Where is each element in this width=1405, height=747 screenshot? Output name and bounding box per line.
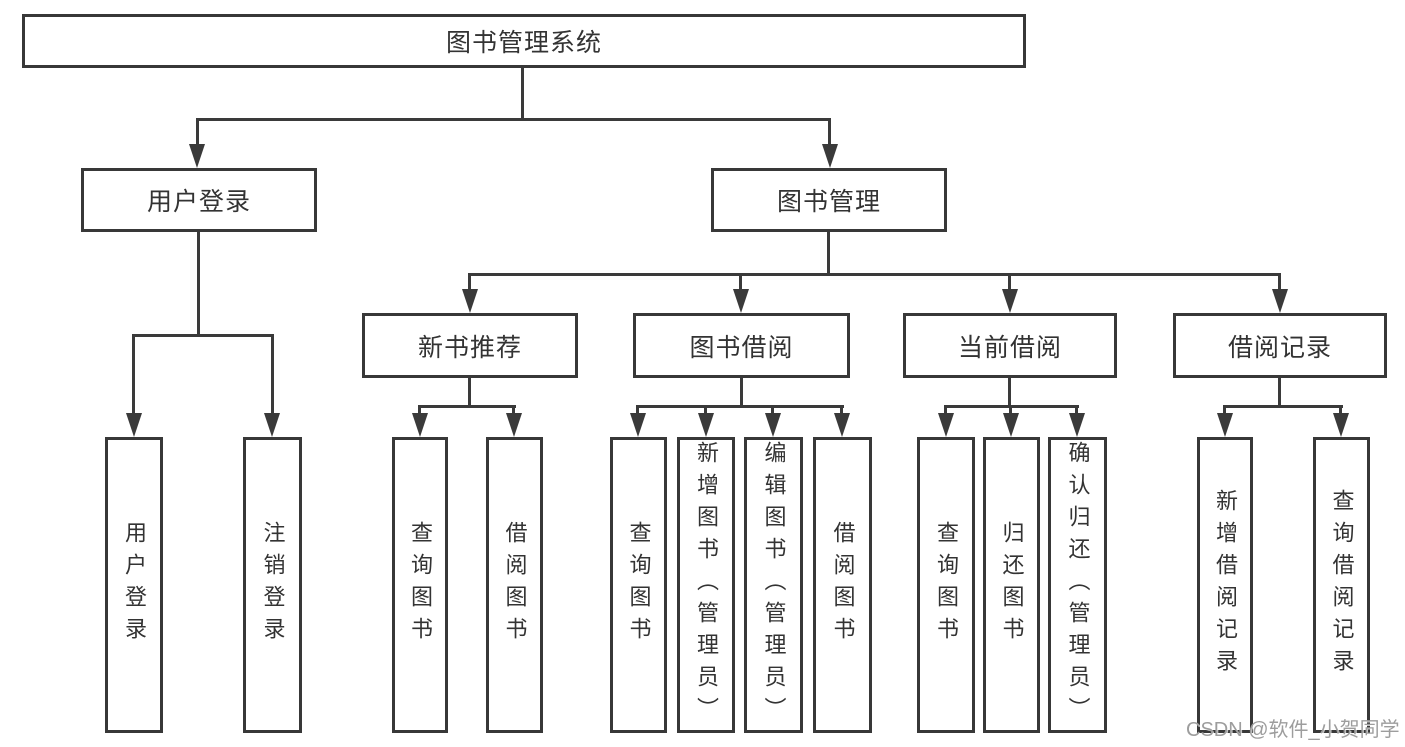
leaf-borrow-books-1: 借阅图书 (486, 437, 543, 733)
connector-line (828, 118, 831, 148)
leaf-borrow-books-2: 借阅图书 (813, 437, 872, 733)
connector-line (132, 334, 135, 417)
leaf-query-books-3-label: 查询图书 (934, 521, 959, 649)
leaf-confirm-return-label: 确认归还（管理员） (1065, 441, 1091, 729)
arrow-down-icon (733, 289, 749, 313)
arrow-down-icon (630, 413, 646, 437)
connector-line (1223, 405, 1343, 408)
arrow-down-icon (765, 413, 781, 437)
arrow-down-icon (264, 413, 280, 437)
connector-line (468, 273, 1281, 276)
connector-line (1008, 273, 1011, 293)
arrow-down-icon (189, 144, 205, 168)
connector-line (468, 273, 471, 293)
node-book-management: 图书管理 (711, 168, 947, 232)
leaf-borrow-books-2-label: 借阅图书 (830, 521, 856, 649)
leaf-return-books-label: 归还图书 (999, 521, 1025, 649)
arrow-down-icon (822, 144, 838, 168)
leaf-add-borrow-record: 新增借阅记录 (1197, 437, 1253, 733)
leaf-logout-label: 注销登录 (260, 521, 286, 649)
arrow-down-icon (1069, 413, 1085, 437)
connector-line (196, 118, 831, 121)
node-user-login: 用户登录 (81, 168, 317, 232)
node-book-borrow: 图书借阅 (633, 313, 850, 378)
leaf-query-books-1-label: 查询图书 (408, 521, 433, 649)
connector-line (521, 68, 524, 121)
node-root-label: 图书管理系统 (445, 29, 602, 57)
connector-line (1009, 405, 1012, 417)
leaf-query-books-3: 查询图书 (917, 437, 975, 733)
node-current-borrow-label: 当前借阅 (957, 333, 1062, 362)
connector-line (739, 273, 742, 293)
connector-line (740, 377, 743, 408)
node-root: 图书管理系统 (22, 14, 1026, 68)
connector-line (197, 232, 200, 336)
node-current-borrow: 当前借阅 (903, 313, 1117, 378)
arrow-down-icon (1272, 289, 1288, 313)
connector-line (704, 405, 707, 417)
arrow-down-icon (938, 413, 954, 437)
leaf-borrow-books-1-label: 借阅图书 (502, 521, 528, 649)
leaf-add-books: 新增图书（管理员） (677, 437, 735, 733)
connector-line (636, 405, 639, 417)
node-user-login-label: 用户登录 (146, 188, 251, 216)
connector-line (418, 405, 421, 417)
arrow-down-icon (462, 289, 478, 313)
arrow-down-icon (834, 413, 850, 437)
connector-line (196, 118, 199, 148)
leaf-logout: 注销登录 (243, 437, 302, 733)
node-book-borrow-label: 图书借阅 (689, 333, 794, 362)
leaf-query-borrow-record-label: 查询借阅记录 (1329, 489, 1355, 681)
node-book-management-label: 图书管理 (776, 188, 881, 216)
arrow-down-icon (506, 413, 522, 437)
connector-line (271, 334, 274, 417)
leaf-return-books: 归还图书 (983, 437, 1040, 733)
leaf-user-login: 用户登录 (105, 437, 163, 733)
connector-line (636, 405, 844, 408)
node-new-book-recommend: 新书推荐 (362, 313, 578, 378)
leaf-add-books-label: 新增图书（管理员） (694, 441, 719, 729)
leaf-user-login-label: 用户登录 (122, 521, 147, 649)
arrow-down-icon (698, 413, 714, 437)
arrow-down-icon (1002, 289, 1018, 313)
connector-line (1339, 405, 1342, 417)
leaf-add-borrow-record-label: 新增借阅记录 (1213, 489, 1238, 681)
arrow-down-icon (1333, 413, 1349, 437)
arrow-down-icon (126, 413, 142, 437)
arrow-down-icon (1217, 413, 1233, 437)
connector-line (512, 405, 515, 417)
arrow-down-icon (412, 413, 428, 437)
leaf-query-books-2-label: 查询图书 (626, 521, 652, 649)
connector-line (840, 405, 843, 417)
connector-line (132, 334, 274, 337)
leaf-edit-books-label: 编辑图书（管理员） (761, 441, 787, 729)
arrow-down-icon (1003, 413, 1019, 437)
node-borrow-records-label: 借阅记录 (1227, 333, 1332, 362)
connector-line (1008, 377, 1011, 408)
node-borrow-records: 借阅记录 (1173, 313, 1387, 378)
connector-line (468, 377, 471, 408)
leaf-query-books-1: 查询图书 (392, 437, 448, 733)
leaf-query-books-2: 查询图书 (610, 437, 667, 733)
connector-line (1075, 405, 1078, 417)
node-new-book-recommend-label: 新书推荐 (417, 333, 522, 362)
connector-line (827, 232, 830, 276)
connector-line (418, 405, 516, 408)
connector-line (944, 405, 947, 417)
connector-line (1223, 405, 1226, 417)
connector-line (1278, 273, 1281, 293)
csdn-watermark: CSDN @软件_小贺同学 (1186, 719, 1400, 741)
leaf-query-borrow-record: 查询借阅记录 (1313, 437, 1370, 733)
leaf-confirm-return: 确认归还（管理员） (1048, 437, 1107, 733)
connector-line (771, 405, 774, 417)
connector-line (1278, 377, 1281, 408)
leaf-edit-books: 编辑图书（管理员） (744, 437, 803, 733)
